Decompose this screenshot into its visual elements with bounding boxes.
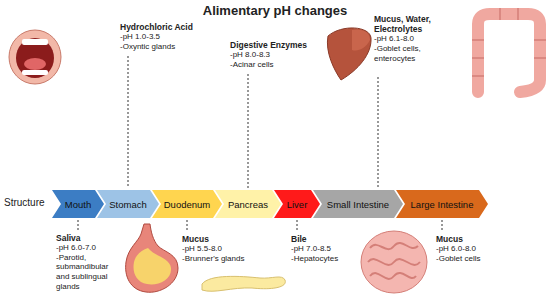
secretion-detail: -Goblet cells, enterocytes	[374, 44, 454, 63]
chevron-fill	[152, 190, 222, 218]
annotation-group: Hydrochloric Acid-pH 1.0-3.5-Oxyntic gla…	[120, 22, 206, 51]
structure-chevron: Pancreas	[215, 190, 281, 218]
chevron-fill	[396, 190, 488, 218]
chevron-label: Mouth	[52, 190, 104, 218]
annotation-group: Mucus-pH 6.0-8.0-Goblet cells	[436, 234, 506, 263]
secretion-detail: -pH 8.0-8.3	[230, 50, 322, 60]
structure-chevron: Stomach	[97, 190, 159, 218]
liver-figure	[327, 28, 371, 80]
structure-chevron: Mouth	[52, 190, 104, 218]
leader-lines	[78, 56, 442, 232]
secretion-detail: -Goblet cells	[436, 254, 506, 264]
annotation-group: Bile-pH 7.0-8.5-Hepatocytes	[291, 234, 353, 263]
liver-lobe	[352, 29, 370, 50]
secretion-name: Mucus	[182, 234, 252, 244]
structure-chevron: Large Intestine	[396, 190, 488, 218]
mouth-teeth	[22, 39, 48, 45]
small-intestine-figure	[361, 231, 427, 293]
secretion-detail: -Brunner's glands	[182, 254, 252, 264]
leader-line	[442, 220, 443, 232]
stomach-outline	[126, 224, 178, 292]
annotation-group: Mucus, Water, Electrolytes-pH 6.1-8.0-Go…	[374, 14, 454, 63]
secretion-detail: -pH 6.0-8.0	[436, 244, 506, 254]
secretion-detail: -pH 5.5-8.0	[182, 244, 252, 254]
secretion-detail: -Oxyntic glands	[120, 42, 206, 52]
leader-line	[297, 220, 298, 232]
annotation-group: Mucus-pH 5.5-8.0-Brunner's glands	[182, 234, 252, 263]
secretion-name: Saliva	[56, 233, 118, 243]
diagram-title: Alimentary pH changes	[0, 3, 550, 18]
mouth-lips	[9, 30, 61, 84]
secretion-name: Mucus	[436, 234, 506, 244]
chevron-label: Duodenum	[152, 190, 222, 218]
secretion-detail: -Hepatocytes	[291, 254, 353, 264]
annotation-group: Saliva-pH 6.0-7.0-Parotid, submandibular…	[56, 233, 118, 291]
secretion-name: Mucus, Water, Electrolytes	[374, 14, 454, 34]
mouth-cavity	[16, 38, 54, 78]
chevron-label: Stomach	[97, 190, 159, 218]
leader-line	[378, 77, 379, 188]
chevron-fill	[274, 190, 320, 218]
chevron-fill	[215, 190, 281, 218]
leader-line	[248, 74, 249, 188]
chevron-label: Large Intestine	[396, 190, 488, 218]
structure-chevron: Small Intestine	[313, 190, 403, 218]
secretion-detail: -pH 7.0-8.5	[291, 244, 353, 254]
pancreas-figure	[202, 276, 285, 291]
mouth-tongue	[24, 58, 46, 70]
chevron-fill	[97, 190, 159, 218]
secretion-detail: -pH 6.0-7.0	[56, 243, 118, 253]
secretion-name: Digestive Enzymes	[230, 40, 322, 50]
structure-chevron: Liver	[274, 190, 320, 218]
large-intestine-figure	[478, 14, 540, 92]
secretion-name: Bile	[291, 234, 353, 244]
annotation-group: Structure	[4, 197, 50, 209]
leader-line	[187, 220, 188, 232]
row-heading: Structure	[4, 197, 50, 209]
chevron-fill	[313, 190, 403, 218]
small-intestine-loops	[368, 243, 420, 279]
secretion-name: Hydrochloric Acid	[120, 22, 206, 32]
secretion-detail: -pH 6.1-8.0	[374, 34, 454, 44]
secretion-detail: -pH 1.0-3.5	[120, 32, 206, 42]
secretion-detail: -Acinar cells	[230, 60, 322, 70]
annotation-group: Digestive Enzymes-pH 8.0-8.3-Acinar cell…	[230, 40, 322, 69]
leader-line	[78, 220, 79, 231]
structure-chevron: Duodenum	[152, 190, 222, 218]
chevron-label: Liver	[274, 190, 320, 218]
large-intestine-haustra	[472, 8, 546, 76]
secretion-detail: -Parotid, submandibular and sublingual g…	[56, 253, 118, 291]
stomach-lining	[134, 248, 172, 284]
mouth-teeth	[22, 70, 48, 75]
leader-line	[128, 56, 129, 188]
chevron-fill	[52, 190, 104, 218]
chevron-label: Pancreas	[215, 190, 281, 218]
chevron-label: Small Intestine	[313, 190, 403, 218]
